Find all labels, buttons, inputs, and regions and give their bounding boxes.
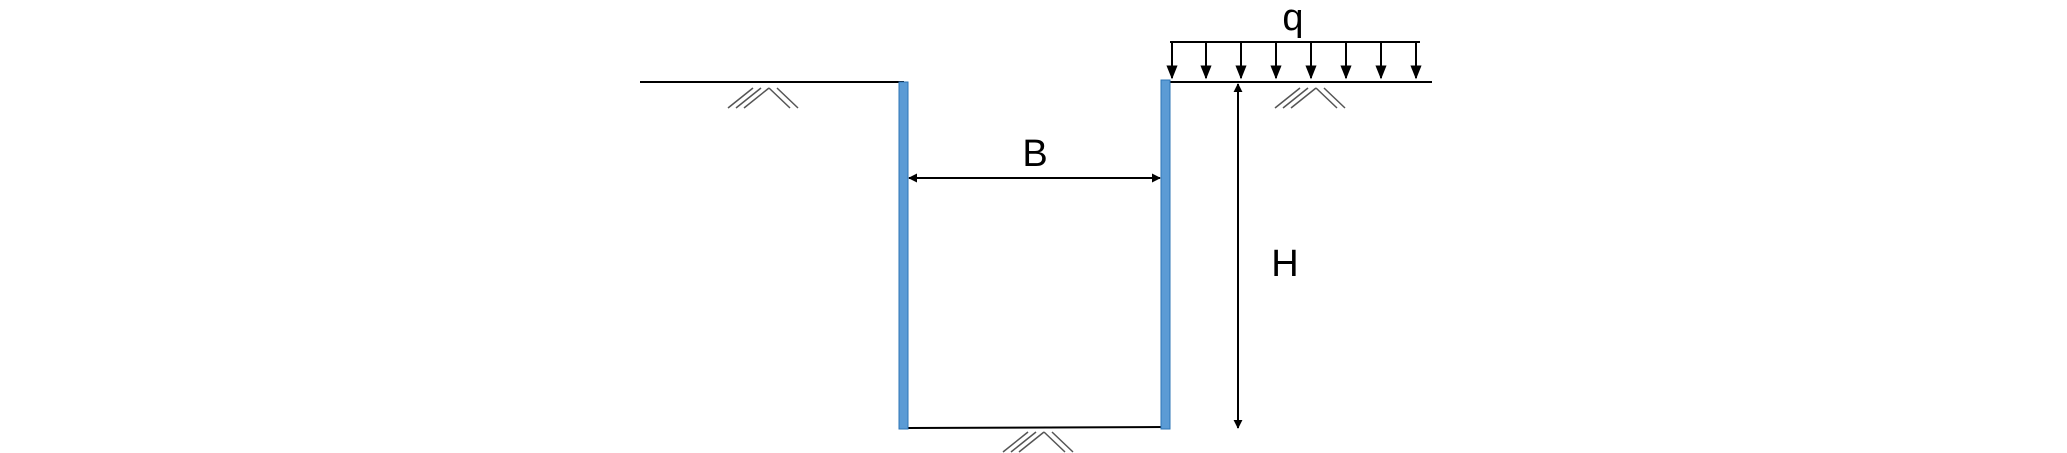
left-retaining-wall	[898, 81, 909, 430]
load-label: q	[1282, 0, 1303, 39]
distributed-load	[1166, 41, 1422, 80]
ground-hatch-icon	[727, 87, 799, 109]
excavation-bottom	[907, 426, 1167, 429]
right-retaining-wall	[1160, 79, 1171, 430]
height-label: H	[1271, 243, 1298, 285]
ground-hatch-icon	[1002, 431, 1074, 453]
ground-hatch-icon	[1274, 87, 1346, 109]
load-arrows	[1166, 42, 1422, 80]
width-label: B	[1022, 133, 1047, 175]
